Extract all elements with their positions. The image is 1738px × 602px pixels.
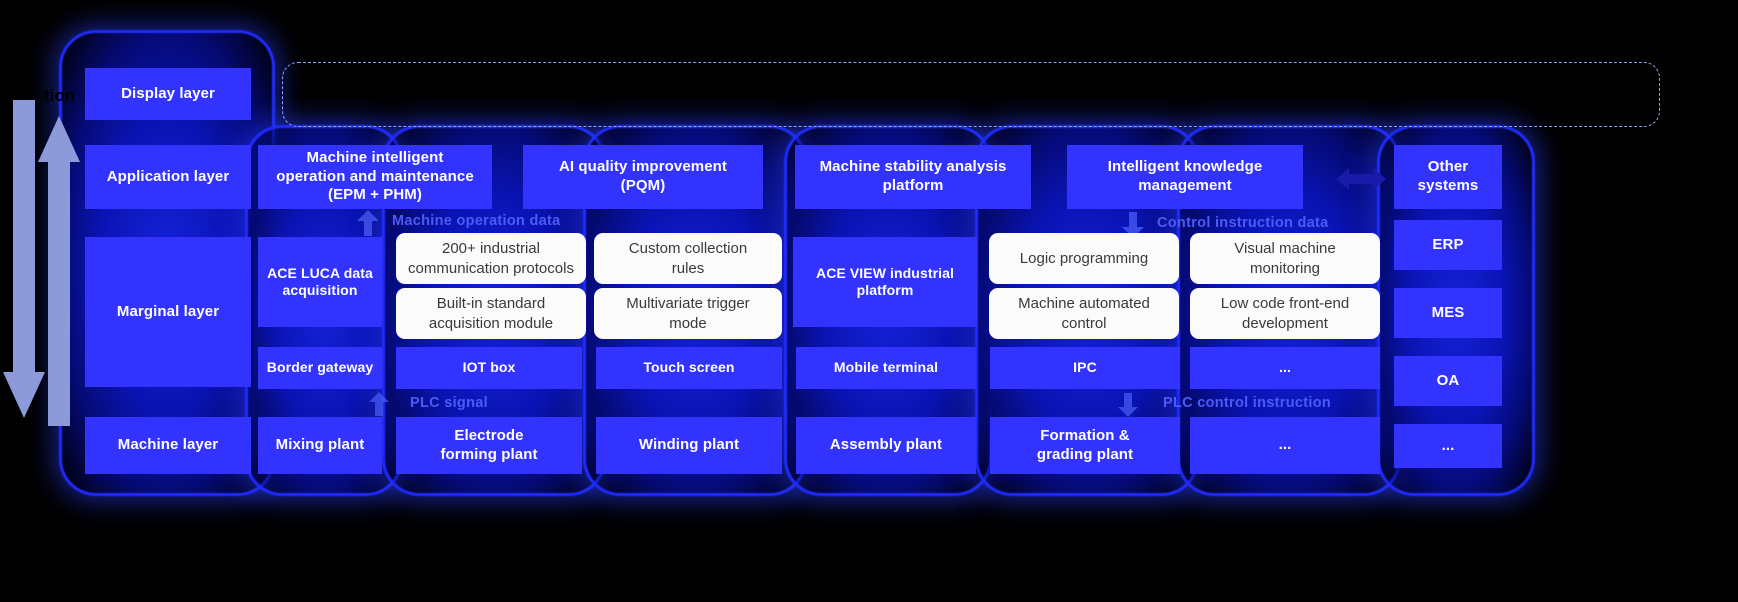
- feature-box-multivariate-trigger-mode[interactable]: Multivariate trigger mode: [594, 288, 782, 339]
- feature-box-logic-programming[interactable]: Logic programming: [989, 233, 1179, 284]
- feature-box-custom-collection-rules[interactable]: Custom collection rules: [594, 233, 782, 284]
- application-box-knowledge[interactable]: Intelligent knowledge management: [1067, 145, 1303, 209]
- right-box-other-systems[interactable]: Other systems: [1394, 145, 1502, 209]
- machine-box-electrode-forming-plant[interactable]: Electrode forming plant: [396, 417, 582, 474]
- flow-label-control-instruction-data: Control instruction data: [1157, 215, 1329, 231]
- cut-off-left-text: tion: [44, 86, 76, 105]
- feature-box-low-code-development[interactable]: Low code front-end development: [1190, 288, 1380, 339]
- layer-label-marginal: Marginal layer: [85, 237, 251, 387]
- right-box-ellipsis[interactable]: ...: [1394, 424, 1502, 468]
- layer-label-machine: Machine layer: [85, 417, 251, 474]
- machine-box-ellipsis[interactable]: ...: [1190, 417, 1380, 474]
- display-layer-dashed-container: [282, 62, 1660, 127]
- machine-box-assembly-plant[interactable]: Assembly plant: [796, 417, 976, 474]
- feature-box-200-protocols[interactable]: 200+ industrial communication protocols: [396, 233, 586, 284]
- marginal-platform-ace-luca[interactable]: ACE LUCA data acquisition: [258, 237, 382, 327]
- flow-label-plc-control-instruction: PLC control instruction: [1163, 395, 1332, 411]
- up-arrow-large: [38, 116, 80, 426]
- machine-box-formation-grading-plant[interactable]: Formation & grading plant: [990, 417, 1180, 474]
- right-box-oa[interactable]: OA: [1394, 356, 1502, 406]
- feature-box-visual-machine-monitoring[interactable]: Visual machine monitoring: [1190, 233, 1380, 284]
- down-arrow-control-instruction-data: [1122, 212, 1144, 238]
- application-box-ai-quality[interactable]: AI quality improvement (PQM): [523, 145, 763, 209]
- marginal-platform-ace-view[interactable]: ACE VIEW industrial platform: [793, 237, 977, 327]
- device-box-ipc[interactable]: IPC: [990, 347, 1180, 389]
- device-box-ellipsis[interactable]: ...: [1190, 347, 1380, 389]
- right-box-mes[interactable]: MES: [1394, 288, 1502, 338]
- layer-label-application: Application layer: [85, 145, 251, 209]
- double-headed-arrow-icon: [1336, 168, 1386, 190]
- down-arrow-plc-control-instruction: [1118, 393, 1138, 417]
- device-box-mobile-terminal[interactable]: Mobile terminal: [796, 347, 976, 389]
- device-box-border-gateway[interactable]: Border gateway: [258, 347, 382, 389]
- application-box-epm-phm[interactable]: Machine intelligent operation and mainte…: [258, 145, 492, 209]
- application-box-stability[interactable]: Machine stability analysis platform: [795, 145, 1031, 209]
- feature-box-machine-automated-control[interactable]: Machine automated control: [989, 288, 1179, 339]
- feature-box-builtin-standard-module[interactable]: Built-in standard acquisition module: [396, 288, 586, 339]
- device-box-iot-box[interactable]: IOT box: [396, 347, 582, 389]
- flow-label-plc-signal: PLC signal: [410, 395, 488, 411]
- down-arrow-large: [3, 100, 45, 418]
- right-box-erp[interactable]: ERP: [1394, 220, 1502, 270]
- machine-box-winding-plant[interactable]: Winding plant: [596, 417, 782, 474]
- up-arrow-machine-operation-data: [357, 210, 379, 236]
- device-box-touch-screen[interactable]: Touch screen: [596, 347, 782, 389]
- flow-label-machine-operation-data: Machine operation data: [392, 213, 561, 229]
- layer-label-display: Display layer: [85, 68, 251, 120]
- up-arrow-plc-signal: [369, 392, 389, 416]
- machine-box-mixing-plant[interactable]: Mixing plant: [258, 417, 382, 474]
